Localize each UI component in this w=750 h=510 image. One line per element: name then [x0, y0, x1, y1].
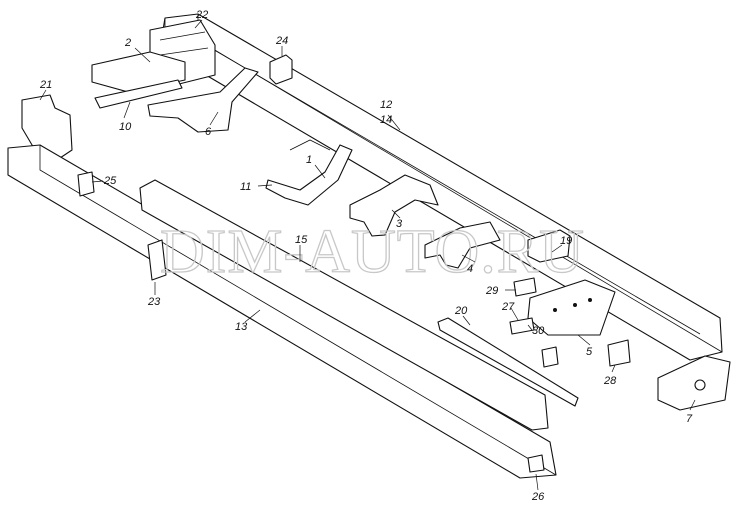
callout-22: 22: [195, 9, 208, 21]
callout-7: 7: [686, 413, 693, 425]
callout-12: 12: [380, 99, 392, 111]
strip-20: [437, 317, 579, 407]
rear-cross-member-7: [657, 355, 731, 411]
callout-20: 20: [454, 305, 468, 317]
callout-29: 29: [485, 285, 498, 297]
long-rail-13: [7, 144, 557, 479]
bracket-21: [21, 94, 73, 159]
cross-member-6: [147, 67, 259, 133]
callout-1: 1: [306, 154, 312, 166]
callout-3: 3: [396, 218, 403, 230]
callout-26: 26: [531, 491, 545, 503]
callout-30: 30: [532, 325, 545, 337]
callout-11: 11: [240, 181, 251, 193]
plate-5: [527, 279, 616, 336]
cross-member-3: [349, 174, 439, 237]
leader-lines: [39, 19, 696, 491]
callout-13: 13: [235, 321, 248, 333]
callout-6: 6: [205, 126, 212, 138]
cross-member-1: [265, 139, 353, 206]
callout-15: 15: [295, 234, 308, 246]
callout-28: 28: [603, 375, 617, 387]
watermark-text: DIM-AUTO.RU: [160, 218, 585, 286]
callout-27: 27: [501, 301, 515, 313]
callout-24: 24: [275, 35, 288, 47]
callout-2: 2: [124, 37, 131, 49]
bracket-19: [527, 229, 571, 263]
cross-member-4: [424, 221, 501, 269]
callout-4: 4: [467, 263, 473, 275]
callout-labels: 1 2 3 4 5 6 7 10 11 12 13 14 15 19 20 21…: [39, 9, 693, 503]
callout-10: 10: [119, 121, 132, 133]
callout-23: 23: [147, 296, 161, 308]
callout-19: 19: [560, 235, 572, 247]
bracket-assembly: [91, 51, 186, 109]
bracket-24: [269, 54, 293, 85]
callout-5: 5: [586, 346, 593, 358]
small-brackets: [77, 171, 631, 473]
callout-21: 21: [39, 79, 52, 91]
callout-14: 14: [380, 114, 392, 126]
rail-15: [139, 179, 549, 431]
callout-25: 25: [103, 175, 117, 187]
